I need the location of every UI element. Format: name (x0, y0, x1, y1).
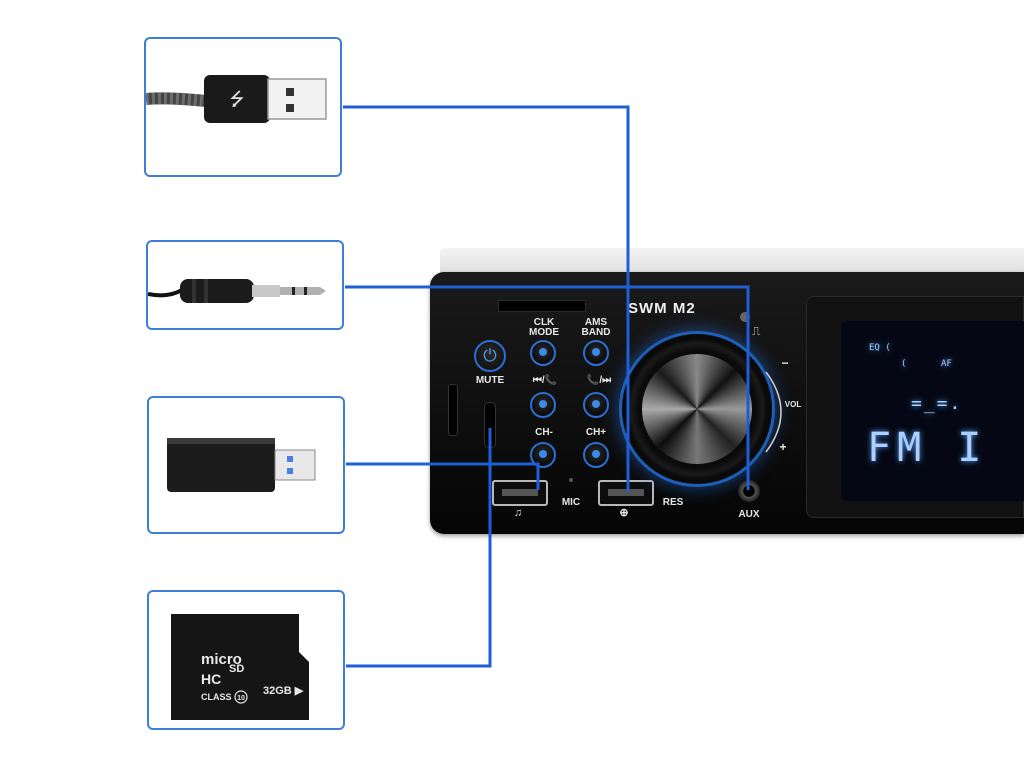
display-frame: EQ ( ( AF =_=. FM I (806, 296, 1024, 518)
clk-mode-label: CLK MODE (529, 317, 559, 338)
power-button[interactable]: ⏻ (474, 340, 506, 372)
usb-stick-box (147, 396, 345, 534)
display-af: AF (941, 359, 952, 369)
charging-icon: ⊕ (619, 507, 629, 519)
prev-call-button[interactable] (530, 392, 556, 418)
vol-plus-label: + (779, 440, 787, 454)
display-main: FM I (867, 425, 988, 471)
sd-card-box: micro SD HC CLASS 10 32GB ▶ (147, 590, 345, 730)
reset-icon: ⎍ (752, 324, 761, 338)
volume-knob[interactable] (622, 334, 772, 484)
mic-label: MIC (561, 497, 581, 508)
volume-arc (765, 371, 782, 453)
aux-label: AUX (738, 509, 760, 520)
hangup-next-label: 📞/⏭ (586, 375, 612, 386)
micro-sd-slot[interactable] (484, 402, 496, 448)
lcd-display: EQ ( ( AF =_=. FM I (841, 321, 1024, 501)
ams-band-button[interactable] (583, 340, 609, 366)
hangup-next-button[interactable] (583, 392, 609, 418)
usb-port-music[interactable] (492, 480, 548, 506)
display-paren: ( (901, 359, 907, 369)
car-stereo-faceplate: SWM M2 ⏻ MUTE CLK MODE AMS BAND ⏮/📞 📞/⏭ … (430, 272, 1024, 534)
ams-band-label: AMS BAND (581, 317, 611, 338)
aux-input-jack[interactable] (738, 480, 760, 502)
aux-cable-box (146, 240, 344, 330)
class-number-text: 10 (237, 695, 245, 702)
capacity-text: 32GB ▶ (263, 685, 304, 697)
usb-cable-icon: ⭍ (145, 75, 327, 123)
mute-label: MUTE (475, 375, 505, 386)
micro-sd-card-icon: micro SD HC CLASS 10 32GB ▶ (171, 614, 309, 720)
sd-mark-text: SD (229, 663, 244, 675)
ch-minus-label: CH- (535, 427, 553, 438)
clk-mode-button[interactable] (530, 340, 556, 366)
card-slot (498, 300, 586, 312)
class-label-text: CLASS (201, 692, 232, 702)
usb-flash-drive-icon (167, 438, 316, 492)
usb-port-charging[interactable] (598, 480, 654, 506)
vol-minus-label: − (781, 356, 789, 370)
display-eq: EQ ( (869, 343, 891, 353)
ch-plus-button[interactable] (583, 442, 609, 468)
mic-hole (569, 478, 573, 482)
music-note-icon: ♫ (513, 507, 523, 519)
display-dashes: =_=. (911, 393, 963, 414)
aux-cable-icon (147, 279, 326, 303)
brand-label: SWM M2 (628, 300, 696, 317)
ch-plus-label: CH+ (585, 427, 607, 438)
prev-call-label: ⏮/📞 (532, 375, 558, 386)
ch-minus-button[interactable] (530, 442, 556, 468)
hc-mark-text: HC (201, 671, 221, 687)
res-label: RES (662, 497, 684, 508)
sd-card-slot[interactable] (448, 384, 458, 436)
svg-text:⭍: ⭍ (230, 89, 245, 110)
vol-label: VOL (784, 400, 802, 409)
ir-sensor (740, 312, 750, 322)
usb-cable-box: ⭍ (144, 37, 342, 177)
sd-brand-text: micro (201, 651, 242, 668)
knob-face (642, 354, 752, 464)
